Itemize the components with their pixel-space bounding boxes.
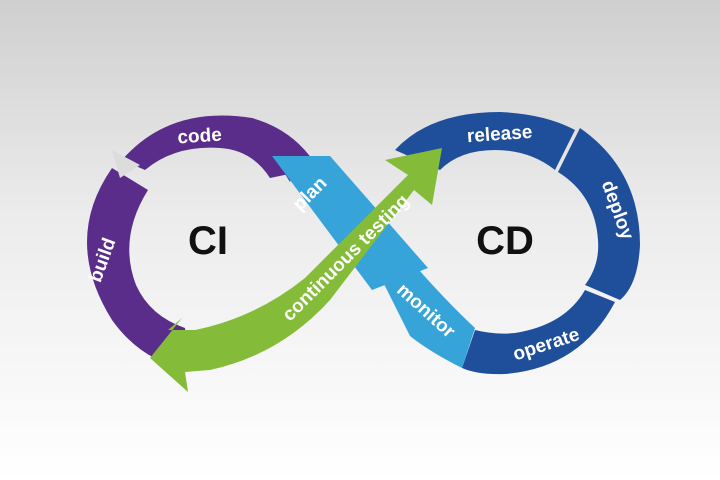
monitor-segment xyxy=(378,262,475,368)
code-label: code xyxy=(177,124,223,148)
ci-center-label: CI xyxy=(188,219,228,263)
code-build-notch xyxy=(112,150,140,178)
plan-segment xyxy=(272,156,428,290)
deploy-segment xyxy=(558,128,640,300)
continuous-testing-segment xyxy=(150,148,442,392)
build-segment xyxy=(87,168,190,370)
release-label: release xyxy=(466,122,533,148)
ci-loop xyxy=(87,115,318,370)
cd-center-label: CD xyxy=(476,219,534,263)
operate-segment xyxy=(462,290,615,375)
code-segment xyxy=(122,115,318,178)
